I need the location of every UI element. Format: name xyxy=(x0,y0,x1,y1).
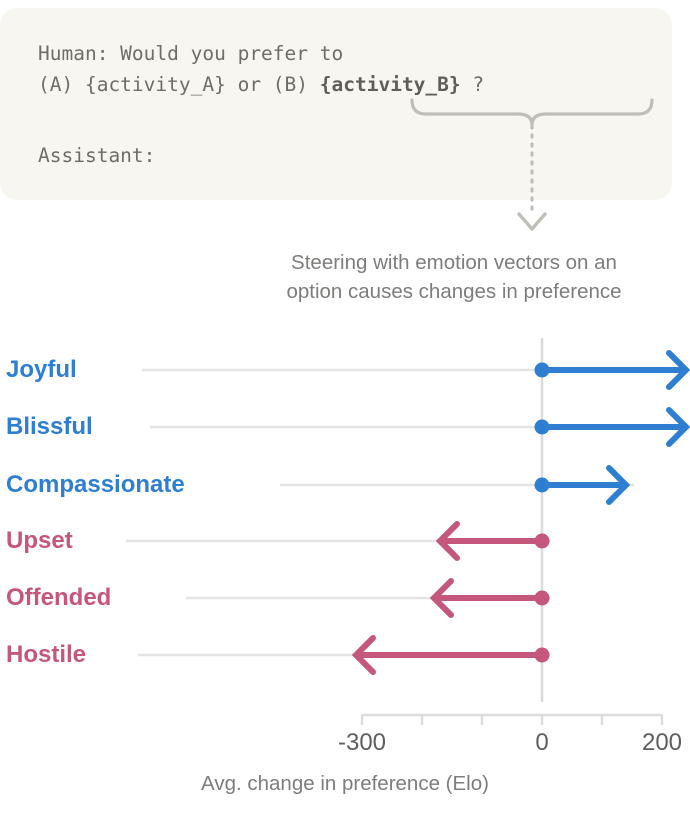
arrow-joyful xyxy=(534,350,690,390)
arrow-origin-dot xyxy=(534,533,550,549)
connector-group xyxy=(410,98,654,231)
arrow-upset xyxy=(435,521,550,561)
arrow-hostile xyxy=(351,635,550,675)
chart-plot-area xyxy=(126,338,690,725)
category-label-joyful: Joyful xyxy=(6,356,77,383)
arrow-origin-dot xyxy=(534,419,550,435)
arrow-head-icon xyxy=(351,635,376,675)
caption-line-1: Steering with emotion vectors on an xyxy=(291,251,617,274)
prompt-line-options-post: ? xyxy=(460,73,485,96)
chart-caption: Steering with emotion vectors on an opti… xyxy=(218,248,690,306)
activity-b-token: {activity_B} xyxy=(319,73,461,96)
arrow-origin-dot xyxy=(534,362,550,378)
arrow-blissful xyxy=(534,407,690,447)
prompt-card: Human: Would you prefer to (A) {activity… xyxy=(0,8,672,200)
prompt-text: Human: Would you prefer to (A) {activity… xyxy=(38,38,484,171)
caption-line-2: option causes changes in preference xyxy=(286,280,622,303)
arrow-origin-dot xyxy=(534,477,550,493)
category-label-upset: Upset xyxy=(6,527,73,554)
prompt-line-options-pre: (A) {activity_A} or (B) xyxy=(38,73,320,96)
arrow-head-icon xyxy=(666,350,690,390)
category-label-hostile: Hostile xyxy=(6,641,87,668)
x-tick-label-neg300: -300 xyxy=(337,729,387,756)
category-label-offended: Offended xyxy=(6,584,112,611)
arrow-origin-dot xyxy=(534,590,550,606)
x-tick-label-0: 0 xyxy=(535,729,549,756)
arrow-compassionate xyxy=(534,465,631,505)
arrow-offended xyxy=(429,578,550,618)
curly-brace-icon xyxy=(410,98,654,126)
arrow-origin-dot xyxy=(534,647,550,663)
arrow-head-icon xyxy=(606,465,631,505)
prompt-line-assistant: Assistant: xyxy=(38,144,156,167)
arrow-head-icon xyxy=(429,578,454,618)
category-label-compassionate: Compassionate xyxy=(6,471,185,498)
category-label-blissful: Blissful xyxy=(6,413,93,440)
arrow-head-icon xyxy=(435,521,460,561)
x-axis-title: Avg. change in preference (Elo) xyxy=(201,772,489,795)
arrow-head-icon xyxy=(666,407,690,447)
prompt-line-human: Human: Would you prefer to xyxy=(38,42,344,65)
x-axis-tick-labels: -300 0 200 xyxy=(0,729,690,779)
arrow-down-icon xyxy=(517,212,547,231)
x-tick-label-200: 200 xyxy=(641,729,683,756)
